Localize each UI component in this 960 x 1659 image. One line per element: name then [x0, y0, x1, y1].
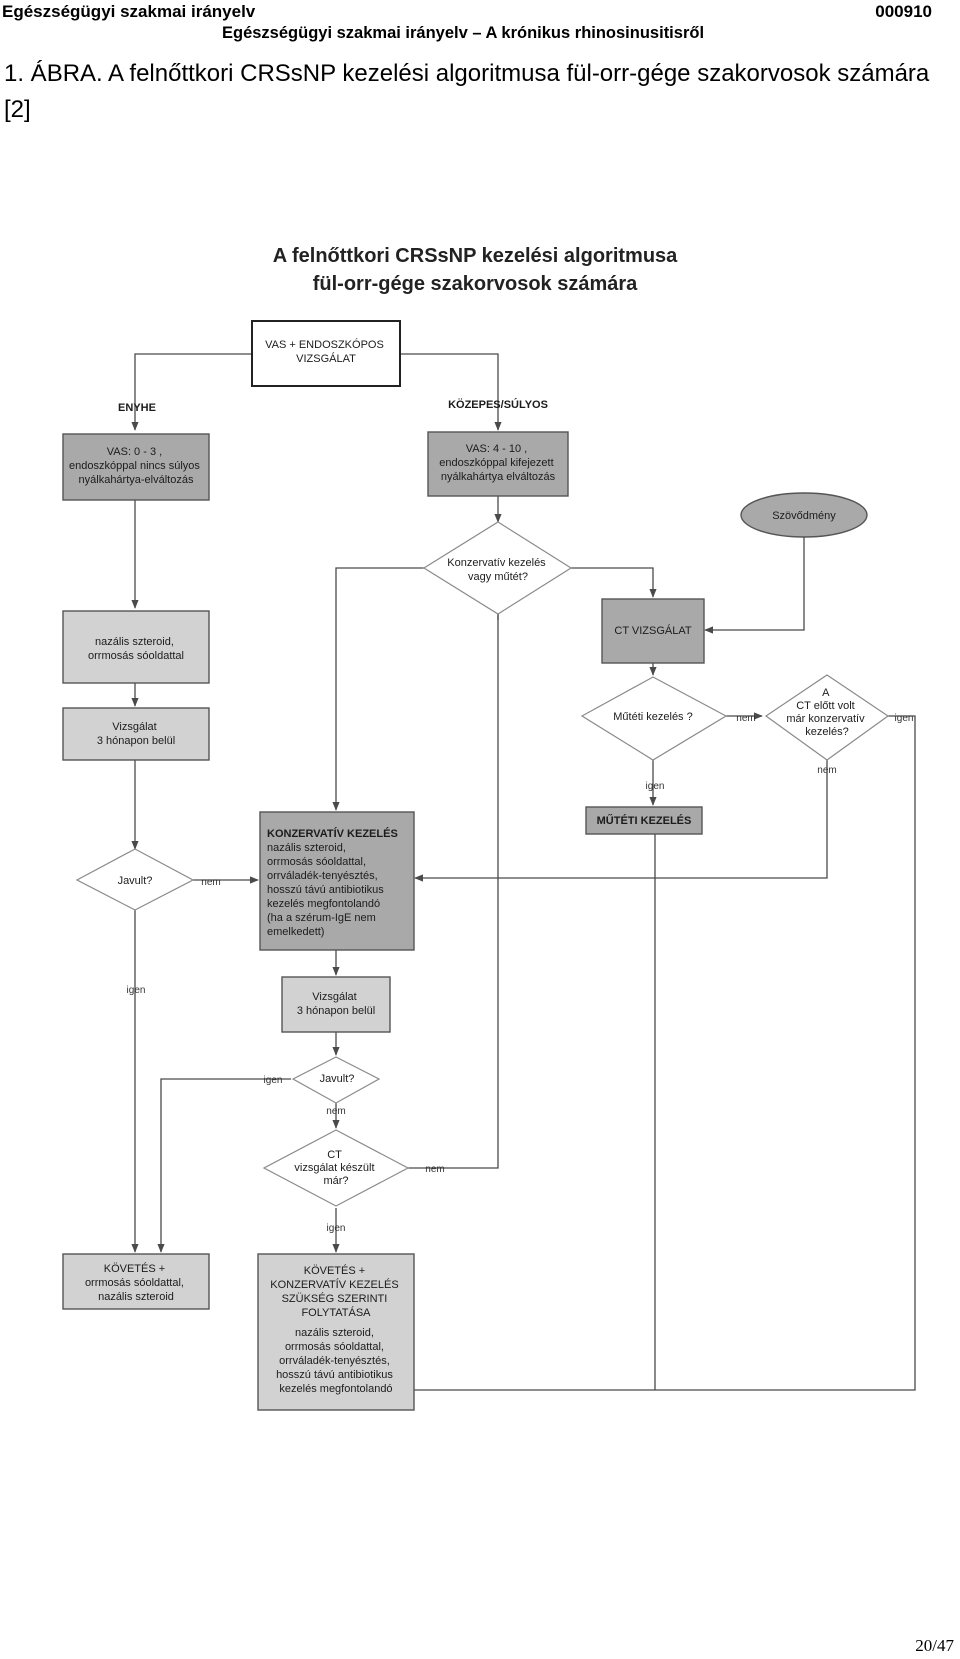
edge-decision-to-ct [571, 567, 657, 598]
label-enyhe: ENYHE [118, 402, 156, 414]
surgical-treatment-box [585, 806, 703, 835]
decision-conservative-or-surgery [422, 521, 573, 615]
label-nem-surgery: nem [736, 713, 755, 724]
edge-start-to-mild [131, 353, 252, 431]
header-guideline: Egészségügyi szakmai irányelv [2, 2, 256, 21]
start-node-text: VAS + ENDOSZKÓPOS VIZSGÁLAT [265, 338, 387, 365]
severe-assessment-text: VAS: 4 - 10 , endoszkóppal kifejezett ny… [439, 443, 556, 483]
complication-node [740, 492, 868, 538]
surgical-treatment-text: MŰTÉTI KEZELÉS [597, 814, 692, 827]
edge-ct-before-no-to-conservative [414, 760, 828, 882]
decision-ct-done [262, 1129, 410, 1207]
exam-3months-text-a: Vizsgálat 3 hónapon belül [97, 721, 175, 747]
decision-ct-before-text: A CT előtt volt már konzervatív kezelés? [786, 687, 867, 738]
diagram-title-line-2: fül-orr-gége szakorvosok számára [313, 273, 638, 295]
mild-assessment-text: VAS: 0 - 3 , endoszkóppal nincs súlyos n… [69, 446, 203, 486]
edge-improved-b-yes-to-followup [157, 1078, 291, 1253]
followup-heading-b: KÖVETÉS + KONZERVATÍV KEZELÉS SZÜKSÉG SZ… [270, 1264, 401, 1319]
mild-assessment-box [62, 433, 210, 501]
decision-improved-a-text: Javult? [118, 875, 153, 887]
start-node [251, 320, 401, 387]
label-nem-ct-before: nem [817, 765, 836, 776]
ct-exam-box [601, 598, 705, 664]
decision-ct-done-text: CT vizsgálat készült már? [294, 1149, 377, 1187]
decision-improved-a [75, 848, 195, 911]
label-igen-ct-before: igen [895, 713, 914, 724]
header-subtitle: Egészségügyi szakmai irányelv – A krónik… [222, 24, 705, 42]
exam-3months-text-b: Vizsgálat 3 hónapon belül [297, 991, 375, 1017]
complication-text: Szövődmény [772, 510, 836, 522]
decision-improved-b [291, 1056, 381, 1104]
followup-box-a [62, 1253, 210, 1310]
figure-caption: 1. ÁBRA. A felnőttkori CRSsNP kezelési a… [4, 60, 930, 123]
label-igen-ct-done: igen [327, 1223, 346, 1234]
followup-text-b: nazális szteroid, orrmosás sóoldattal, o… [276, 1327, 396, 1395]
exam-3months-box-b [281, 976, 391, 1033]
followup-box-b [257, 1253, 415, 1411]
ct-exam-text: CT VIZSGÁLAT [614, 624, 692, 637]
followup-text-a: KÖVETÉS + orrmosás sóoldattal, nazális s… [85, 1262, 187, 1303]
label-kozepes-sulyos: KÖZEPES/SÚLYOS [448, 398, 548, 411]
severe-assessment-box [427, 431, 569, 497]
edge-ct-question-no-to-ct [408, 580, 499, 1169]
conservative-treatment-box [259, 811, 415, 951]
conservative-treatment-text: nazális szteroid, orrmosás sóoldattal, o… [267, 842, 387, 938]
label-nem-ct-done: nem [425, 1164, 444, 1175]
connectors [131, 353, 916, 1394]
header-document-code: 000910 [875, 2, 932, 21]
edge-start-to-severe [400, 353, 502, 431]
edge-decision-to-conservative [332, 567, 424, 811]
decision-ct-before [764, 674, 890, 761]
label-nem-improved-a: nem [201, 877, 220, 888]
decision-conservative-text: Konzervatív kezelés vagy műtét? [447, 557, 549, 583]
label-igen-improved-a: igen [127, 985, 146, 996]
conservative-treatment-heading: KONZERVATÍV KEZELÉS [267, 827, 398, 840]
decision-improved-b-text: Javult? [320, 1073, 355, 1085]
nasal-steroid-text: nazális szteroid, orrmosás sóoldattal [88, 636, 184, 662]
nasal-steroid-box [62, 610, 210, 684]
edge-labels: nem igen igen nem nem igen igen nem nem … [127, 713, 914, 1234]
exam-3months-box-a [62, 707, 210, 761]
label-igen-surgery: igen [646, 781, 665, 792]
page-number: 20/47 [915, 1636, 954, 1655]
label-nem-improved-b: nem [326, 1106, 345, 1117]
decision-surgery-text: Műtéti kezelés ? [613, 711, 692, 723]
decision-surgery [580, 676, 728, 761]
diagram-title-line-1: A felnőttkori CRSsNP kezelési algoritmus… [273, 245, 678, 267]
edge-complication-to-ct [704, 534, 805, 634]
label-igen-improved-b: igen [264, 1075, 283, 1086]
